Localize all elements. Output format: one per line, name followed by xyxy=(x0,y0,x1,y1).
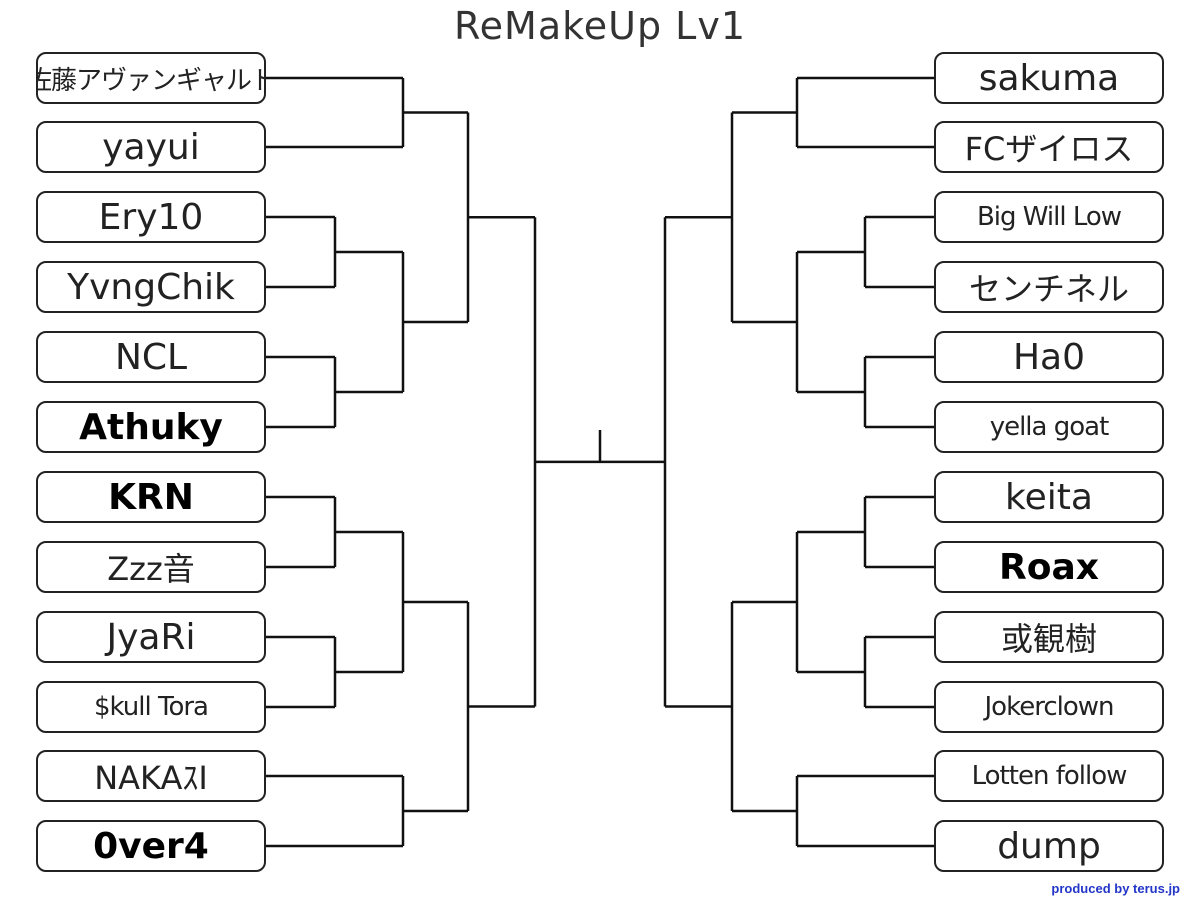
left-entry-name: yayui xyxy=(102,126,200,168)
left-entry-box: YvngChik xyxy=(36,261,266,313)
right-entry-name: Ha0 xyxy=(1012,336,1086,378)
right-entry-box: dump xyxy=(934,820,1164,872)
left-entry-box: JyaRi xyxy=(36,611,266,663)
credit-text: produced by terus.jp xyxy=(1051,881,1180,896)
right-entry-name: yella goat xyxy=(989,412,1110,442)
left-entry-name: JyaRi xyxy=(106,616,196,658)
right-entry-box: FCザイロス xyxy=(934,121,1164,173)
left-entry-name: 佐藤アヴァンギャルド xyxy=(36,65,266,96)
right-entry-name: sakuma xyxy=(978,57,1120,99)
left-entry-name: KRN xyxy=(108,476,194,518)
left-entry-name: 0ver4 xyxy=(93,825,209,867)
left-entry-box: 佐藤アヴァンギャルド xyxy=(36,52,266,104)
left-entry-name: NAKAｽI xyxy=(94,759,208,797)
left-entry-name: NCL xyxy=(114,336,188,378)
right-entry-box: keita xyxy=(934,471,1164,523)
right-entry-name: keita xyxy=(1005,476,1093,518)
left-entry-name: $kull Tora xyxy=(94,692,209,722)
right-entry-box: sakuma xyxy=(934,52,1164,104)
right-entry-box: Ha0 xyxy=(934,331,1164,383)
right-entry-name: 或観樹 xyxy=(1000,620,1097,658)
left-entry-name: YvngChik xyxy=(67,266,235,308)
right-entry-box: yella goat xyxy=(934,401,1164,453)
right-entry-box: Roax xyxy=(934,541,1164,593)
right-entry-box: Lotten follow xyxy=(934,750,1164,802)
right-entry-box: 或観樹 xyxy=(934,611,1164,663)
right-entry-name: Lotten follow xyxy=(971,761,1128,791)
left-entry-name: Athuky xyxy=(79,406,223,448)
right-entry-name: センチネル xyxy=(968,270,1129,308)
left-entry-box: $kull Tora xyxy=(36,681,266,733)
left-entry-box: 0ver4 xyxy=(36,820,266,872)
left-entry-box: yayui xyxy=(36,121,266,173)
right-entry-name: FCザイロス xyxy=(964,130,1134,168)
left-entry-name: Ery10 xyxy=(98,196,204,238)
left-entry-box: NCL xyxy=(36,331,266,383)
right-entry-name: Roax xyxy=(999,546,1099,588)
left-entry-box: Athuky xyxy=(36,401,266,453)
right-entry-box: Big Will Low xyxy=(934,191,1164,243)
left-entry-box: Zzz音 xyxy=(36,541,266,593)
left-entry-box: NAKAｽI xyxy=(36,750,266,802)
left-entry-box: KRN xyxy=(36,471,266,523)
bracket-title: ReMakeUp Lv1 xyxy=(453,4,747,48)
left-entry-box: Ery10 xyxy=(36,191,266,243)
right-entry-name: Jokerclown xyxy=(984,692,1115,722)
right-entry-box: センチネル xyxy=(934,261,1164,313)
right-entry-box: Jokerclown xyxy=(934,681,1164,733)
left-entry-name: Zzz音 xyxy=(107,550,195,588)
right-entry-name: Big Will Low xyxy=(976,202,1122,232)
right-entry-name: dump xyxy=(997,825,1101,867)
